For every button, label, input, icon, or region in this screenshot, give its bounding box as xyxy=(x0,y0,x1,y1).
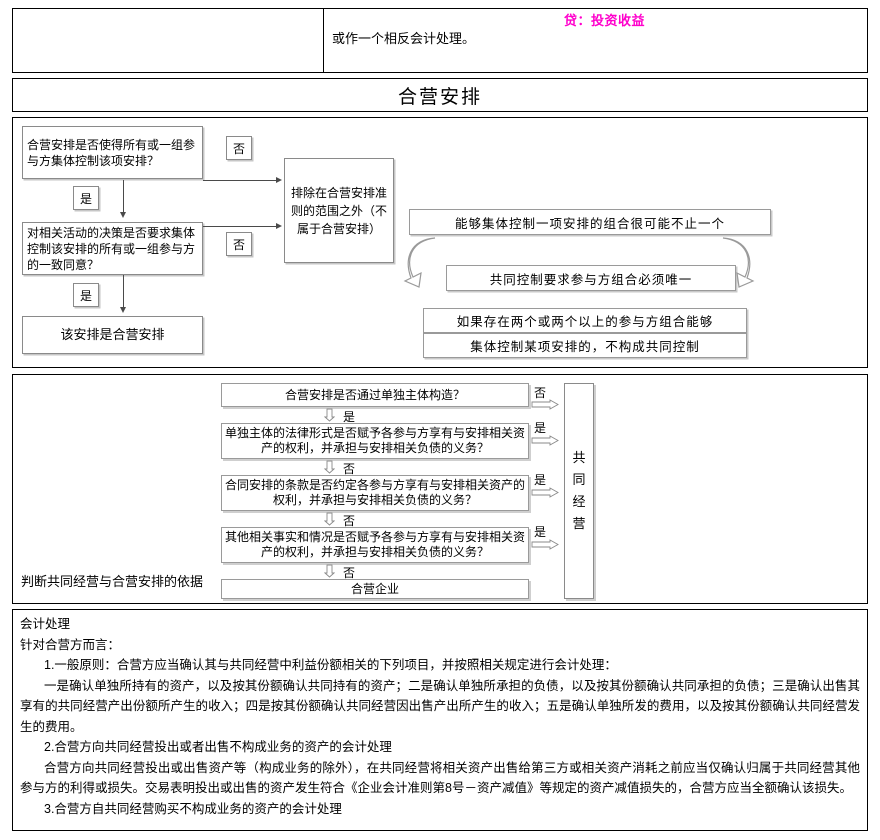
section-title-joint-arrangement: 合营安排 xyxy=(12,78,868,112)
joint-arrangement-flowchart: 合营安排是否使得所有或一组参与方集体控制该项安排？ 否 是 对相关活动的决策是否… xyxy=(12,117,868,368)
flow2-step-2-side-arrow xyxy=(531,435,559,446)
flow2-step-3-down-label: 否 xyxy=(343,514,356,528)
accounting-para-3: 2.合营方向共同经营投出或者出售不构成业务的资产的会计处理 xyxy=(44,740,392,754)
flow2-step-1: 合营安排是否通过单独主体构造？ xyxy=(221,383,529,407)
flow1-q2-to-result-arrowhead xyxy=(120,307,126,313)
flow1-q2-to-exclude-arrowhead xyxy=(276,222,282,229)
flow2-final-box: 合营企业 xyxy=(221,579,529,599)
credit-entry-left-cell xyxy=(13,9,324,72)
flow2-step-4-down-arrow xyxy=(323,564,336,578)
flow2-result-char-2: 经 xyxy=(572,494,586,509)
flow2-step-2-side-label: 是 xyxy=(534,421,547,435)
flow1-note-2: 共同控制要求参与方组合必须唯一 xyxy=(446,265,736,291)
flow2-step-3-side-arrow xyxy=(531,487,559,498)
flow1-q1-to-exclude-line xyxy=(203,180,277,181)
accounting-para-1: 1.一般原则：合营方应当确认其与共同经营中利益份额相关的下列项目，并按照相关规定… xyxy=(44,658,617,672)
page-title: 合营安排 xyxy=(397,86,482,108)
flow2-step-1-side-arrow xyxy=(531,399,559,410)
accounting-heading: 会计处理 xyxy=(20,617,71,631)
accounting-para-2: 一是确认单独所持有的资产，以及按其份额确认共同持有的资产；二是确认单独所承担的负… xyxy=(20,678,860,734)
flow2-result-joint-operation: 共 同 经 营 xyxy=(564,383,594,599)
joint-operation-decision-flowchart: 判断共同经营与合营安排的依据 合营安排是否通过单独主体构造？ 否 是 单独主体的… xyxy=(12,374,868,604)
flow1-note-1: 能够集体控制一项安排的组合很可能不止一个 xyxy=(409,209,771,235)
flow2-step-1-down-label: 是 xyxy=(343,410,356,424)
flow2-step-3-side-label: 是 xyxy=(534,473,547,487)
flow2-step-4-side-arrow xyxy=(531,539,559,550)
flow2-step-2-down-arrow xyxy=(323,460,336,474)
credit-entry-section: 贷：投资收益 或作一个相反会计处理。 xyxy=(12,8,868,73)
flow1-left-curved-arrow xyxy=(403,235,449,295)
flow2-step-4: 其他相关事实和情况是否赋予各参与方享有与安排相关资产的权利，并承担与安排相关负债… xyxy=(221,527,529,563)
credit-note-line: 或作一个相反会计处理。 xyxy=(332,31,476,46)
flow2-step-4-side-label: 是 xyxy=(534,525,547,539)
flow2-step-4-down-label: 否 xyxy=(343,566,356,580)
accounting-subheading: 针对合营方而言： xyxy=(20,637,121,652)
flow1-right-curved-arrow xyxy=(709,235,755,295)
flow1-q1-to-q2-arrowhead xyxy=(120,212,126,218)
flow1-note-3-line-1: 如果存在两个或两个以上的参与方组合能够 xyxy=(423,308,747,333)
accounting-para-4: 合营方向共同经营投出或出售资产等（构成业务的除外），在共同经营将相关资产出售给第… xyxy=(20,760,860,796)
flow2-step-1-side-label: 否 xyxy=(534,386,547,400)
flow1-q2-to-exclude-line xyxy=(203,226,277,227)
flow1-q1-to-exclude-arrowhead xyxy=(276,176,282,183)
flow2-result-char-0: 共 xyxy=(572,450,586,465)
flow1-exclude-box: 排除在合营安排准则的范围之外（不属于合营安排） xyxy=(284,158,394,263)
flow2-step-3: 合同安排的条款是否约定各参与方享有与安排相关资产的权利，并承担与安排相关负债的义… xyxy=(221,475,529,511)
flow2-result-char-3: 营 xyxy=(572,516,586,531)
accounting-para-5: 3.合营方自共同经营购买不构成业务的资产的会计处理 xyxy=(44,801,342,816)
flow1-q2-no-label: 否 xyxy=(226,232,252,256)
flow2-step-2: 单独主体的法律形式是否赋予各参与方享有与安排相关资产的权利，并承担与安排相关负债… xyxy=(221,423,529,459)
flow2-step-3-down-arrow xyxy=(323,512,336,526)
accounting-treatment-section: 会计处理 针对合营方而言： 1.一般原则：合营方应当确认其与共同经营中利益份额相… xyxy=(12,609,868,831)
credit-entry-right-cell: 贷：投资收益 或作一个相反会计处理。 xyxy=(324,9,867,72)
flow1-note-3-line-2: 集体控制某项安排的，不构成共同控制 xyxy=(423,333,747,358)
flow1-result-box: 该安排是合营安排 xyxy=(22,316,203,354)
flow2-step-1-down-arrow xyxy=(323,408,336,422)
flow1-q1-yes-label: 是 xyxy=(73,186,99,210)
flow1-q1-no-label: 否 xyxy=(226,136,252,160)
flow1-question-1: 合营安排是否使得所有或一组参与方集体控制该项安排？ xyxy=(22,126,203,179)
flow2-caption: 判断共同经营与合营安排的依据 xyxy=(21,574,204,589)
flow1-q2-yes-label: 是 xyxy=(73,283,99,307)
flow1-q2-to-result-line xyxy=(123,275,124,308)
credit-account-line: 贷：投资收益 xyxy=(563,13,645,28)
flow2-result-char-1: 同 xyxy=(572,472,586,487)
flow1-question-2: 对相关活动的决策是否要求集体控制该安排的所有或一组参与方的一致同意？ xyxy=(22,222,203,275)
flow1-q1-to-q2-line xyxy=(123,180,124,213)
flow2-step-2-down-label: 否 xyxy=(343,462,356,476)
